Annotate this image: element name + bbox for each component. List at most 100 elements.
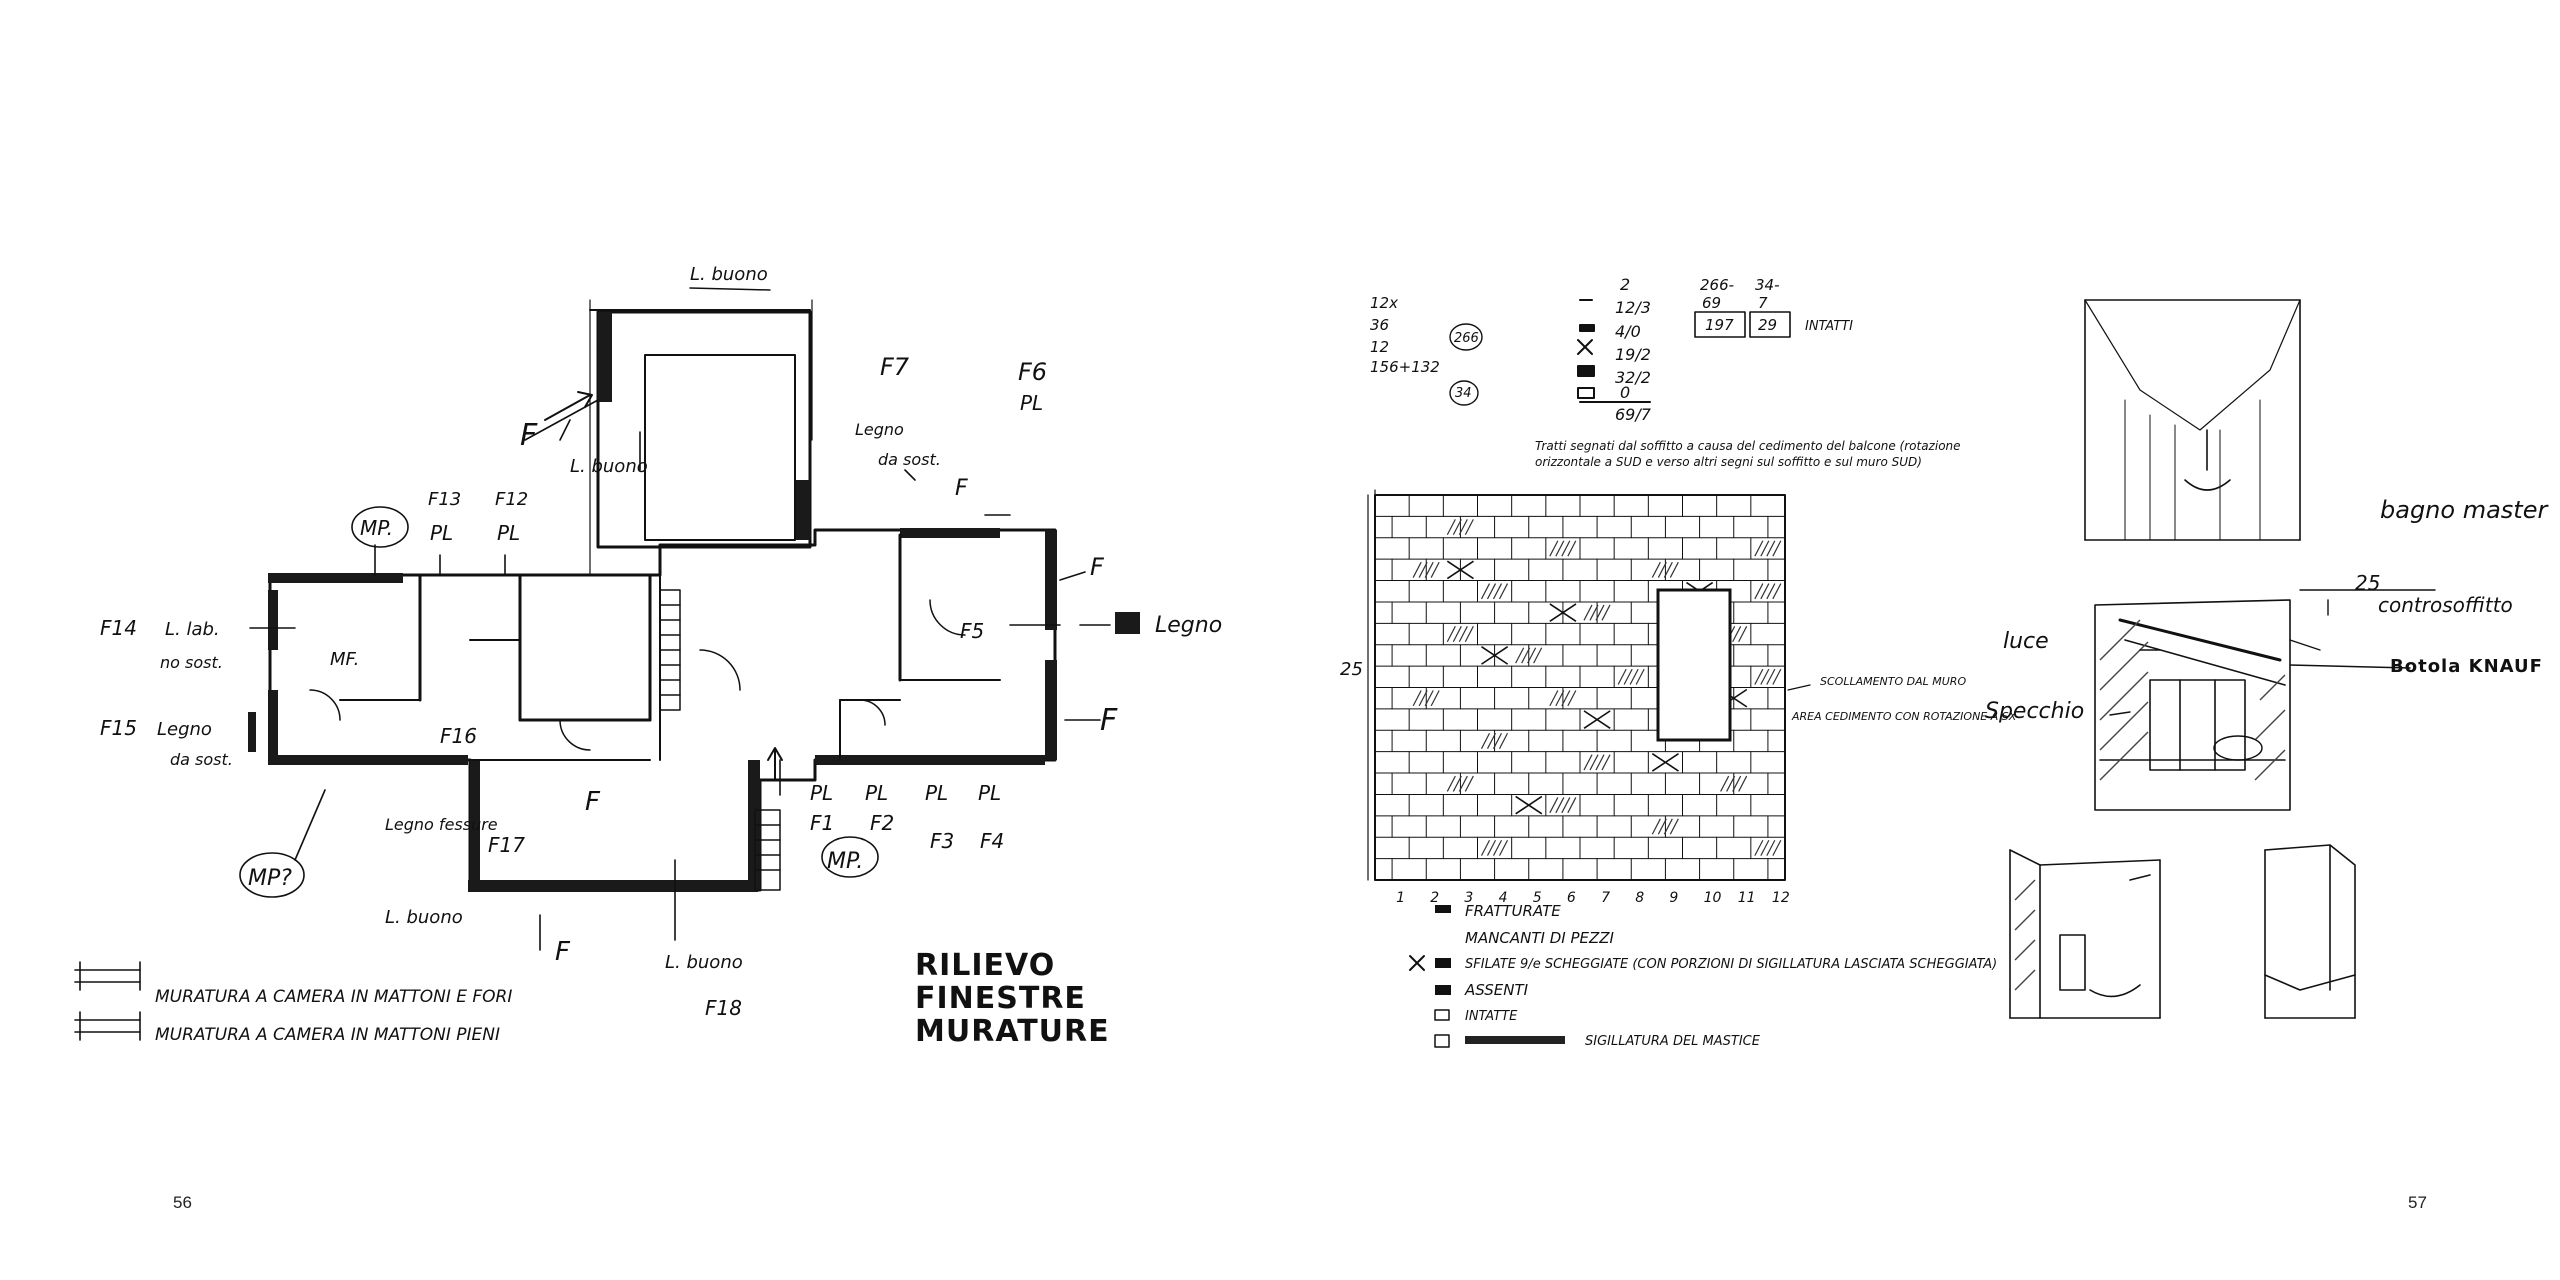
- tally-mid-1: 2: [1620, 275, 1630, 294]
- tile-hatch: [1418, 561, 1428, 578]
- x-tick-label: 1: [1396, 890, 1405, 906]
- label-l-buono-bottom-right: L. buono: [665, 952, 743, 973]
- tile-hatch: [1464, 519, 1474, 536]
- tile-hatch: [1760, 540, 1770, 557]
- tile-hatch: [1486, 583, 1497, 600]
- tile-hatch: [1561, 690, 1571, 707]
- tile-hatch: [1720, 775, 1730, 792]
- x-tick-label: 8: [1635, 890, 1644, 906]
- tile-hatch: [1663, 818, 1673, 835]
- x-tick-label: 7: [1601, 890, 1610, 906]
- axis-left-label: 25: [1340, 659, 1363, 680]
- x-tick-label: 10: [1704, 890, 1722, 906]
- tile-grid: [1374, 494, 1786, 881]
- x-tick-label: 9: [1669, 890, 1678, 906]
- tile-hatch: [1549, 540, 1559, 557]
- label-legno-sost: Legno: [855, 420, 904, 439]
- tile-hatch: [1657, 561, 1667, 578]
- label-f-mark-1: F: [520, 418, 538, 453]
- tally-mid-2: 12/3: [1615, 298, 1651, 317]
- wall-legend-6: SIGILLATURA DEL MASTICE: [1585, 1034, 1761, 1049]
- tally-right-5: 197: [1705, 316, 1734, 334]
- tile-cross: [1583, 710, 1611, 729]
- label-l-buono-bottom: L. buono: [385, 907, 463, 928]
- label-l-buono-mid: L. buono: [570, 456, 648, 477]
- label-25: 25: [2355, 571, 2380, 595]
- intatti-label: INTATTI: [1805, 319, 1853, 334]
- label-no-sost: no sost.: [160, 653, 223, 672]
- label-f15: F15: [100, 716, 137, 740]
- tile-hatch: [1583, 754, 1593, 771]
- tile-hatch: [1760, 583, 1770, 600]
- wall-legend-3: SFILATE 9/e SCHEGGIATE (CON PORZIONI DI …: [1465, 957, 1997, 972]
- tile-cross: [1651, 753, 1679, 772]
- label-f-mark-3: F: [1090, 553, 1105, 581]
- tally-mid-7: 69/7: [1615, 405, 1652, 424]
- tile-hatch: [1595, 604, 1605, 621]
- tile-hatch: [1669, 561, 1679, 578]
- tile-hatch: [1561, 540, 1571, 557]
- tile-hatch: [1567, 690, 1577, 707]
- label-legno-right: Legno: [1155, 613, 1222, 638]
- tile-hatch: [1452, 519, 1462, 536]
- label-l-buono-top: L. buono: [690, 264, 768, 285]
- tally-left-3: 12: [1370, 338, 1389, 356]
- bathroom-sketches: bagno master luce 25 controsoffitto Spec…: [1985, 299, 2549, 1019]
- tile-hatch: [1567, 797, 1577, 814]
- tile-hatch: [1424, 561, 1434, 578]
- tile-hatch: [1651, 818, 1661, 835]
- tile-hatch: [1480, 839, 1491, 856]
- tile-hatch: [1521, 647, 1531, 664]
- label-pl-f13: PL: [430, 521, 453, 545]
- left-page: L. buono F7 Legno da sost. F6 PL L. buon…: [74, 264, 1222, 1212]
- label-pl-4: PL: [978, 781, 1001, 805]
- tile-hatch: [1418, 690, 1428, 707]
- x-tick-label: 5: [1533, 890, 1542, 906]
- tile-hatch: [1772, 668, 1782, 685]
- label-f1: F1: [810, 811, 834, 835]
- label-f16: F16: [440, 724, 477, 748]
- x-tick-label: 6: [1567, 890, 1576, 906]
- tile-hatch: [1754, 583, 1764, 600]
- wall-legend-4: ASSENTI: [1464, 981, 1529, 999]
- tile-hatch: [1617, 668, 1627, 685]
- tile-hatch: [1412, 561, 1422, 578]
- circled-266: 266: [1454, 331, 1479, 346]
- tile-hatch: [1657, 818, 1667, 835]
- tile-cross: [1481, 646, 1509, 665]
- plan-annotations: L. buono F7 Legno da sost. F6 PL L. buon…: [100, 264, 1222, 1049]
- label-legno-fessure: Legno fessure: [385, 815, 498, 834]
- tile-hatch: [1480, 733, 1491, 749]
- tile-hatch: [1766, 839, 1776, 856]
- tile-hatch: [1766, 668, 1776, 685]
- tile-hatch: [1498, 839, 1509, 856]
- tile-hatch: [1430, 690, 1440, 707]
- label-l-lab: L. lab.: [165, 619, 220, 640]
- tally-mid-5: 32/2: [1615, 368, 1651, 387]
- tile-hatch: [1527, 647, 1537, 664]
- tile-hatch: [1635, 668, 1645, 685]
- label-pl-2: PL: [865, 781, 888, 805]
- tile-hatch: [1589, 604, 1599, 621]
- tally-mid-4: 19/2: [1615, 345, 1651, 364]
- tile-hatch: [1567, 540, 1577, 557]
- tile-hatch: [1561, 797, 1571, 814]
- tile-hatch: [1772, 839, 1782, 856]
- circled-34: 34: [1455, 386, 1472, 401]
- tile-hatch: [1498, 583, 1509, 600]
- tile-hatch: [1601, 604, 1611, 621]
- tile-hatch: [1732, 775, 1742, 792]
- tile-hatch: [1515, 647, 1525, 664]
- label-pl-f6: PL: [1020, 391, 1043, 415]
- label-f-mark-4: F: [1100, 703, 1118, 738]
- tile-hatch: [1772, 583, 1782, 600]
- tally-left-4: 156+132: [1370, 358, 1440, 376]
- tile-cross: [1515, 795, 1543, 815]
- tally-right-6: 29: [1758, 316, 1777, 334]
- tile-hatch: [1726, 775, 1736, 792]
- tile-hatch: [1738, 775, 1748, 792]
- wall-legend-2: MANCANTI DI PEZZI: [1465, 929, 1615, 947]
- tile-hatch: [1424, 690, 1434, 707]
- label-f7: F7: [880, 353, 910, 381]
- tile-hatch: [1555, 797, 1565, 814]
